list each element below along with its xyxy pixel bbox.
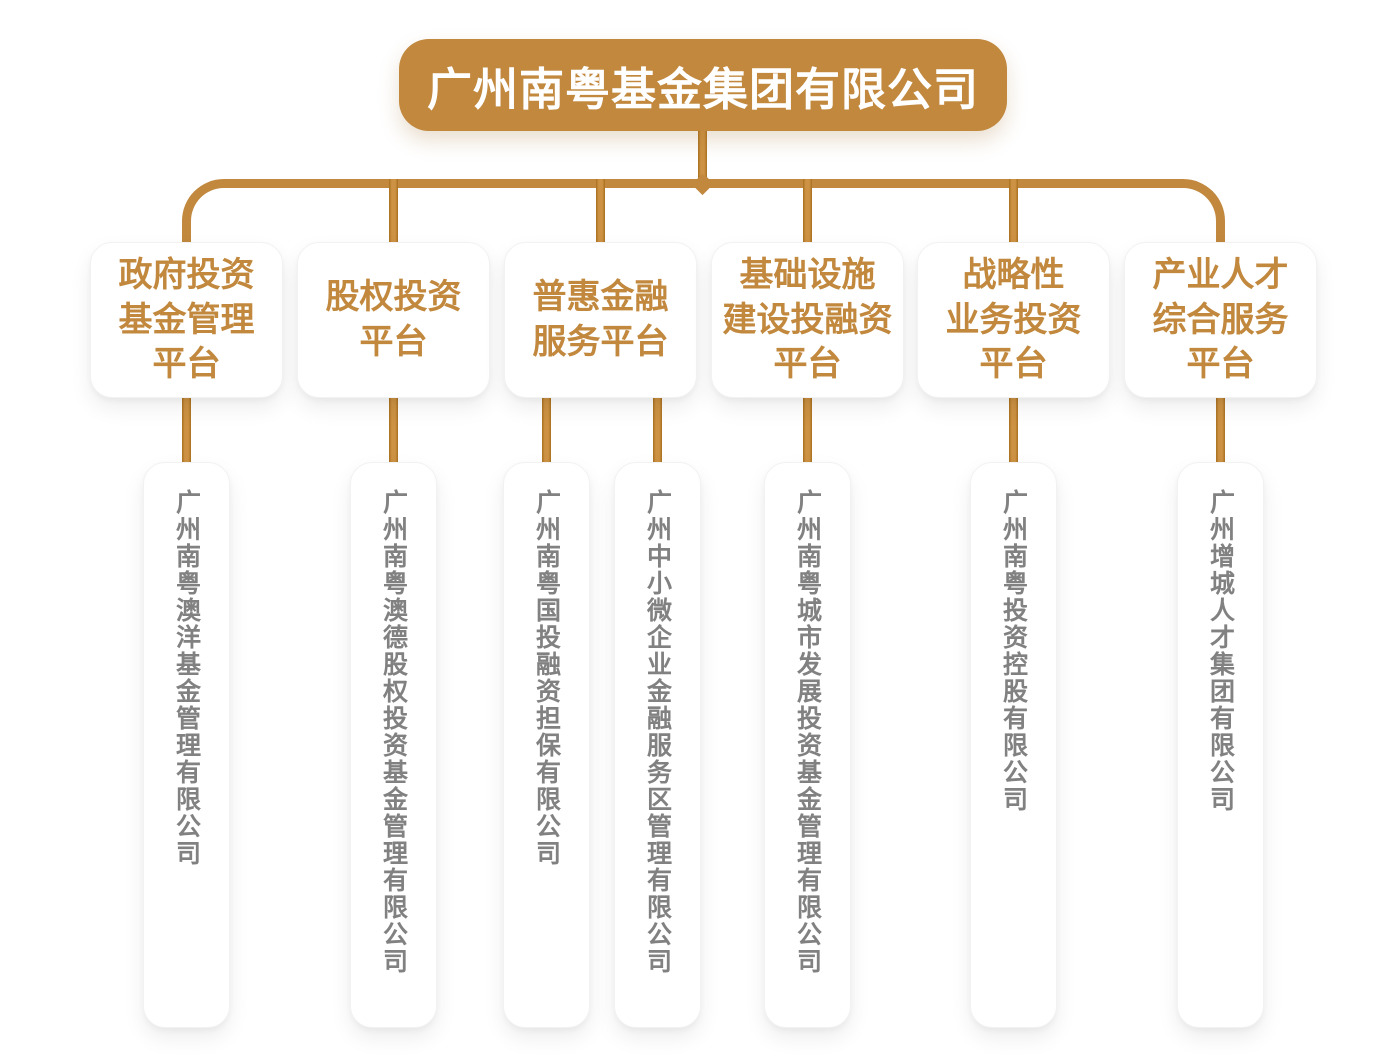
platform-label: 政府投资 基金管理 平台 bbox=[118, 255, 255, 384]
connector-platform3-company4 bbox=[653, 396, 662, 464]
company-label: 广州南粤城市发展投资基金管理有限公司 bbox=[793, 489, 822, 975]
connector-bus-drop-3 bbox=[596, 179, 605, 242]
platform-label: 战略性 业务投资 平台 bbox=[945, 255, 1082, 384]
company-node-aode-equity-fund: 广州南粤澳德股权投资基金管理有限公司 bbox=[350, 462, 437, 1028]
company-node-investment-holding: 广州南粤投资控股有限公司 bbox=[970, 462, 1057, 1028]
platform-label: 产业人才 综合服务 平台 bbox=[1152, 255, 1289, 384]
connector-bus-drop-5 bbox=[1009, 179, 1018, 242]
connector-root-stem bbox=[698, 128, 707, 188]
company-node-urban-development-fund: 广州南粤城市发展投资基金管理有限公司 bbox=[764, 462, 851, 1028]
company-label: 广州南粤投资控股有限公司 bbox=[999, 489, 1028, 813]
company-node-guotou-financing-guarantee: 广州南粤国投融资担保有限公司 bbox=[503, 462, 590, 1028]
platform-node-inclusive-finance: 普惠金融 服务平台 bbox=[504, 242, 697, 398]
platform-node-industry-talent: 产业人才 综合服务 平台 bbox=[1124, 242, 1317, 398]
connector-bus-drop-4 bbox=[803, 179, 812, 242]
company-label: 广州南粤国投融资担保有限公司 bbox=[532, 489, 561, 867]
connector-platform4-company5 bbox=[803, 396, 812, 464]
company-label: 广州中小微企业金融服务区管理有限公司 bbox=[643, 489, 672, 975]
company-label: 广州南粤澳德股权投资基金管理有限公司 bbox=[379, 489, 408, 975]
platform-node-government-investment-fund: 政府投资 基金管理 平台 bbox=[90, 242, 283, 398]
connector-platform3-company3 bbox=[542, 396, 551, 464]
connector-bus-drop-2 bbox=[389, 179, 398, 242]
company-node-sme-financial-services: 广州中小微企业金融服务区管理有限公司 bbox=[614, 462, 701, 1028]
connector-platform2-company2 bbox=[389, 396, 398, 464]
platform-label: 普惠金融 服务平台 bbox=[532, 278, 669, 361]
company-label: 广州南粤澳洋基金管理有限公司 bbox=[172, 489, 201, 867]
connector-platform5-company6 bbox=[1009, 396, 1018, 464]
platform-label: 股权投资 平台 bbox=[325, 278, 462, 361]
connector-platform6-company7 bbox=[1216, 396, 1225, 464]
platform-node-infrastructure-financing: 基础设施 建设投融资 平台 bbox=[711, 242, 904, 398]
company-label: 广州增城人才集团有限公司 bbox=[1206, 489, 1235, 813]
root-node: 广州南粤基金集团有限公司 bbox=[399, 39, 1007, 131]
platform-node-strategic-business: 战略性 业务投资 平台 bbox=[917, 242, 1110, 398]
connector-platform1-company1 bbox=[182, 396, 191, 464]
root-node-label: 广州南粤基金集团有限公司 bbox=[426, 63, 979, 115]
company-node-aoyang-fund: 广州南粤澳洋基金管理有限公司 bbox=[143, 462, 230, 1028]
platform-label: 基础设施 建设投融资 平台 bbox=[722, 255, 893, 384]
connector-junction-dot bbox=[696, 176, 710, 190]
company-node-zengcheng-talent-group: 广州增城人才集团有限公司 bbox=[1177, 462, 1264, 1028]
platform-node-equity-investment: 股权投资 平台 bbox=[297, 242, 490, 398]
